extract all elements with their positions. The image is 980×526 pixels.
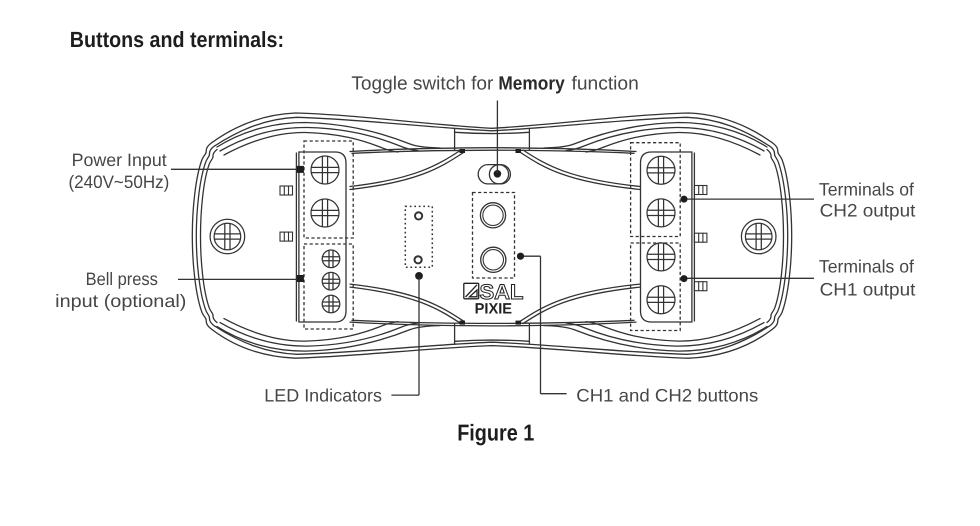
svg-text:SAL: SAL — [480, 281, 524, 304]
svg-text:CH1 output: CH1 output — [820, 279, 916, 299]
svg-text:Buttons and terminals:: Buttons and terminals: — [70, 27, 284, 52]
svg-text:input (optional): input (optional) — [55, 291, 186, 311]
svg-text:Terminals of: Terminals of — [819, 257, 915, 277]
svg-text:Bell press: Bell press — [86, 269, 158, 289]
svg-text:Toggle switch for: Toggle switch for — [351, 74, 494, 95]
svg-text:PIXIE: PIXIE — [475, 301, 512, 318]
svg-text:function: function — [572, 74, 639, 95]
svg-text:CH1 and CH2 buttons: CH1 and CH2 buttons — [576, 385, 758, 405]
svg-text:Terminals of: Terminals of — [819, 179, 915, 199]
svg-text:Figure 1: Figure 1 — [457, 420, 534, 446]
svg-text:LED Indicators: LED Indicators — [264, 385, 382, 405]
svg-text:(240V~50Hz): (240V~50Hz) — [69, 172, 170, 192]
svg-text:CH2 output: CH2 output — [820, 201, 916, 221]
svg-text:Power Input: Power Input — [72, 150, 167, 170]
svg-text:Memory: Memory — [498, 74, 565, 95]
